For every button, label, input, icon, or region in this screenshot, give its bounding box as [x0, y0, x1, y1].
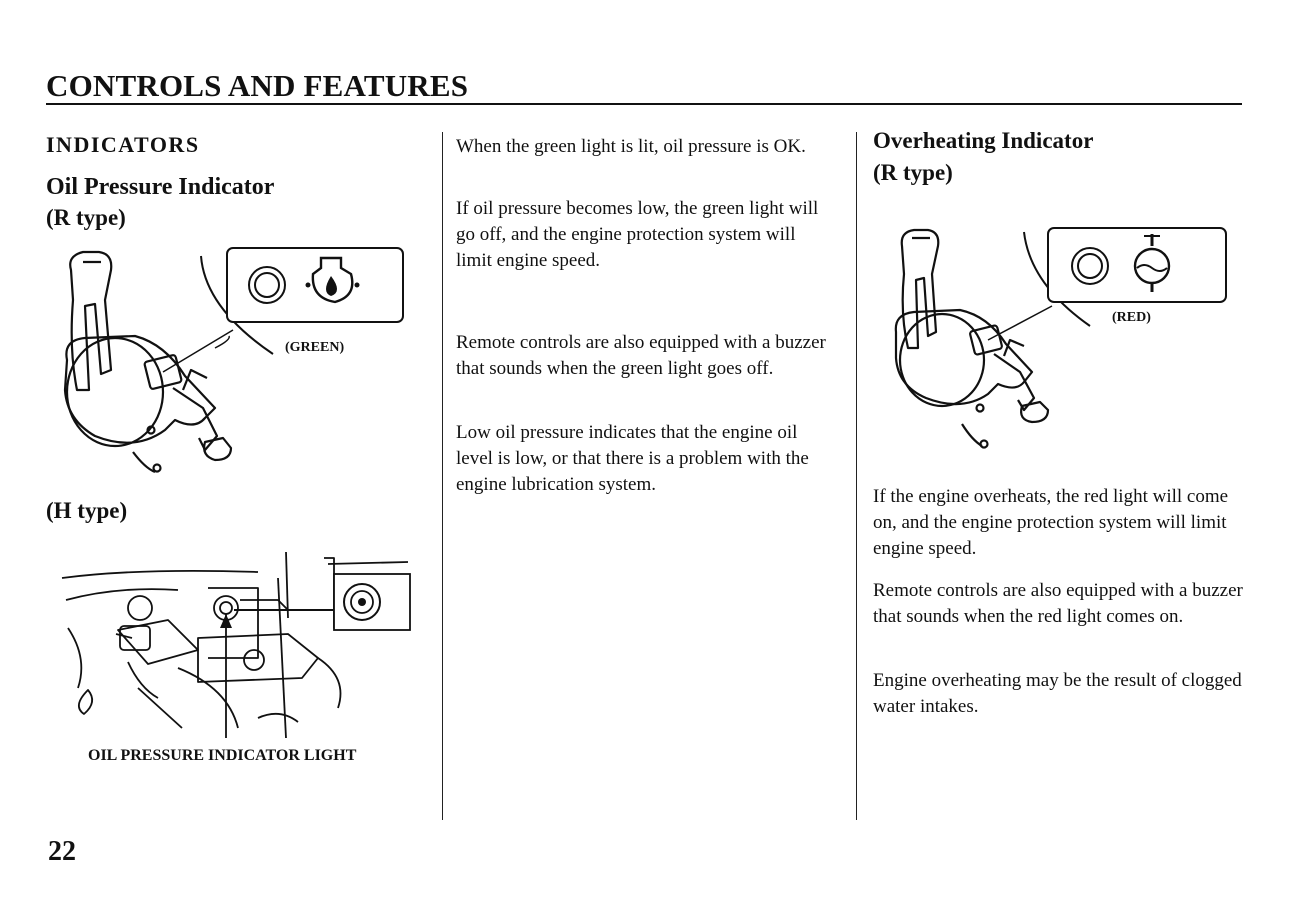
right-paragraph-3: Engine overheating may be the result of … [873, 670, 1242, 717]
oil-pressure-light-caption: OIL PRESSURE INDICATOR LIGHT [88, 747, 357, 764]
middle-paragraph-4: Low oil pressure indicates that the engi… [456, 422, 809, 495]
right-paragraph-1: If the engine overheats, the red light w… [873, 486, 1229, 559]
overheating-heading: Overheating Indicator [873, 128, 1094, 153]
green-light-callout: (GREEN) [285, 340, 345, 355]
middle-paragraph-2: If oil pressure becomes low, the green l… [456, 198, 819, 271]
column-divider-left [442, 132, 443, 820]
oil-pressure-r-type-label: (R type) [46, 205, 126, 230]
page-number: 22 [48, 836, 76, 867]
middle-paragraph-3: Remote controls are also equipped with a… [456, 332, 826, 379]
oil-pressure-h-type-figure [58, 538, 418, 738]
page-title: CONTROLS AND FEATURES [46, 68, 469, 103]
header-rule [46, 103, 1242, 105]
middle-paragraph-1: When the green light is lit, oil pressur… [456, 136, 806, 157]
right-paragraph-2: Remote controls are also equipped with a… [873, 580, 1243, 627]
oil-pressure-h-type-label: (H type) [46, 498, 128, 523]
thermometer-water-icon [1133, 234, 1171, 292]
oil-pressure-heading: Oil Pressure Indicator [46, 174, 275, 200]
red-light-callout: (RED) [1112, 310, 1151, 325]
oil-can-drop-icon [305, 256, 360, 304]
section-label: INDICATORS [46, 132, 200, 157]
oil-pressure-r-type-figure [55, 240, 415, 480]
column-divider-right [856, 132, 857, 820]
overheating-r-type-label: (R type) [873, 160, 953, 185]
overheating-r-type-figure [890, 222, 1230, 462]
